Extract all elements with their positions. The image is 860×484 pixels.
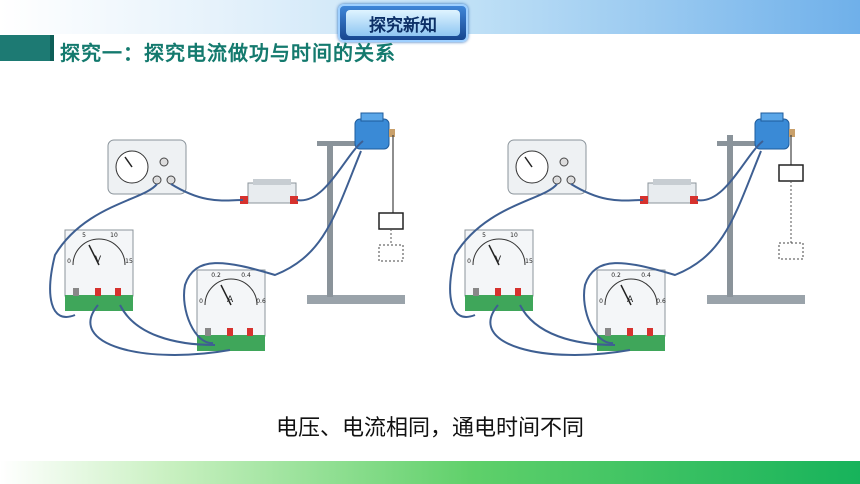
- title-marker: [0, 35, 54, 61]
- stand-base: [707, 295, 805, 304]
- motor-icon: [754, 112, 795, 150]
- weight-icon: [778, 164, 804, 182]
- stand-base: [307, 295, 405, 304]
- ammeter-tick-label: 0: [199, 298, 203, 305]
- voltmeter-tick-label: 0: [467, 258, 471, 265]
- ammeter-tick-label: 0.2: [611, 272, 621, 279]
- stand-pole: [327, 145, 333, 297]
- voltmeter-icon: V 0 5 10 15: [64, 229, 134, 311]
- stand-arm: [717, 141, 777, 146]
- stand-arm: [317, 141, 377, 146]
- power-supply-icon: [507, 139, 587, 195]
- ammeter-unit: A: [227, 295, 234, 305]
- rheostat-icon: [640, 179, 698, 204]
- voltmeter-tick-label: 15: [525, 258, 533, 265]
- voltmeter-unit: V: [95, 255, 102, 265]
- ammeter-tick-label: 0.2: [211, 272, 221, 279]
- weight-dashed-icon: [778, 242, 804, 260]
- weight-icon: [378, 212, 404, 230]
- ammeter-unit: A: [627, 295, 634, 305]
- voltmeter-tick-label: 5: [482, 232, 486, 239]
- rheostat-icon: [240, 179, 298, 204]
- ammeter-tick-label: 0.6: [256, 298, 266, 305]
- experiment-diagram-left: V 0 5 10 15 A 0 0.2 0.4 0.6: [49, 112, 405, 356]
- caption-text: 电压、电流相同，通电时间不同: [275, 416, 584, 441]
- circuit-wires: [449, 140, 764, 356]
- section-badge-label: 探究新知: [346, 10, 460, 36]
- voltmeter-tick-label: 15: [125, 258, 133, 265]
- voltmeter-tick-label: 10: [110, 232, 118, 239]
- experiment-diagram-right: V 0 5 10 15 A 0 0.2 0.4 0.6: [449, 112, 805, 356]
- ammeter-tick-label: 0: [599, 298, 603, 305]
- stand-pole: [727, 135, 733, 297]
- ammeter-tick-label: 0.4: [641, 272, 651, 279]
- power-supply-icon: [107, 139, 187, 195]
- ammeter-tick-label: 0.4: [241, 272, 251, 279]
- page-title: 探究一：探究电流做功与时间的关系: [60, 41, 396, 65]
- voltmeter-unit: V: [495, 255, 502, 265]
- voltmeter-tick-label: 5: [82, 232, 86, 239]
- voltmeter-icon: V 0 5 10 15: [464, 229, 534, 311]
- section-badge: 探究新知: [338, 4, 468, 42]
- ammeter-tick-label: 0.6: [656, 298, 666, 305]
- voltmeter-tick-label: 10: [510, 232, 518, 239]
- voltmeter-tick-label: 0: [67, 258, 71, 265]
- circuit-wires: [49, 140, 364, 356]
- weight-dashed-icon: [378, 244, 404, 262]
- ammeter-icon: A 0 0.2 0.4 0.6: [596, 269, 666, 351]
- ammeter-icon: A 0 0.2 0.4 0.6: [196, 269, 266, 351]
- footer-gradient-bar: [0, 461, 860, 484]
- motor-icon: [354, 112, 395, 150]
